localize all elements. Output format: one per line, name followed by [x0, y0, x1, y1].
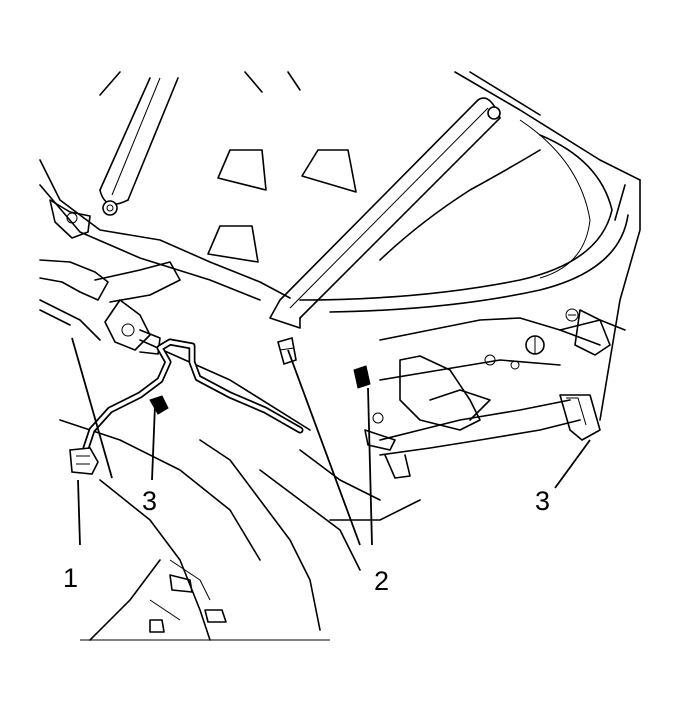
- tire-well: [299, 119, 629, 313]
- wiring-harness: [69, 338, 304, 475]
- leader-lines: [71, 337, 591, 546]
- callout-2-retaining-clips: 2: [374, 566, 390, 596]
- floor-cutouts: [207, 149, 357, 263]
- callout-3-right: 3: [535, 486, 551, 516]
- callout-1-wiring-harness: 1: [63, 563, 79, 593]
- callout-3-left: 3: [142, 486, 158, 516]
- retaining-clips: [277, 336, 371, 389]
- right-cross-rail: [269, 97, 501, 329]
- left-structure: [39, 159, 291, 355]
- lower-frame: [59, 339, 421, 641]
- right-structure: [364, 308, 626, 479]
- left-cross-rail: [99, 77, 179, 216]
- floor-panel-outline: [99, 71, 641, 421]
